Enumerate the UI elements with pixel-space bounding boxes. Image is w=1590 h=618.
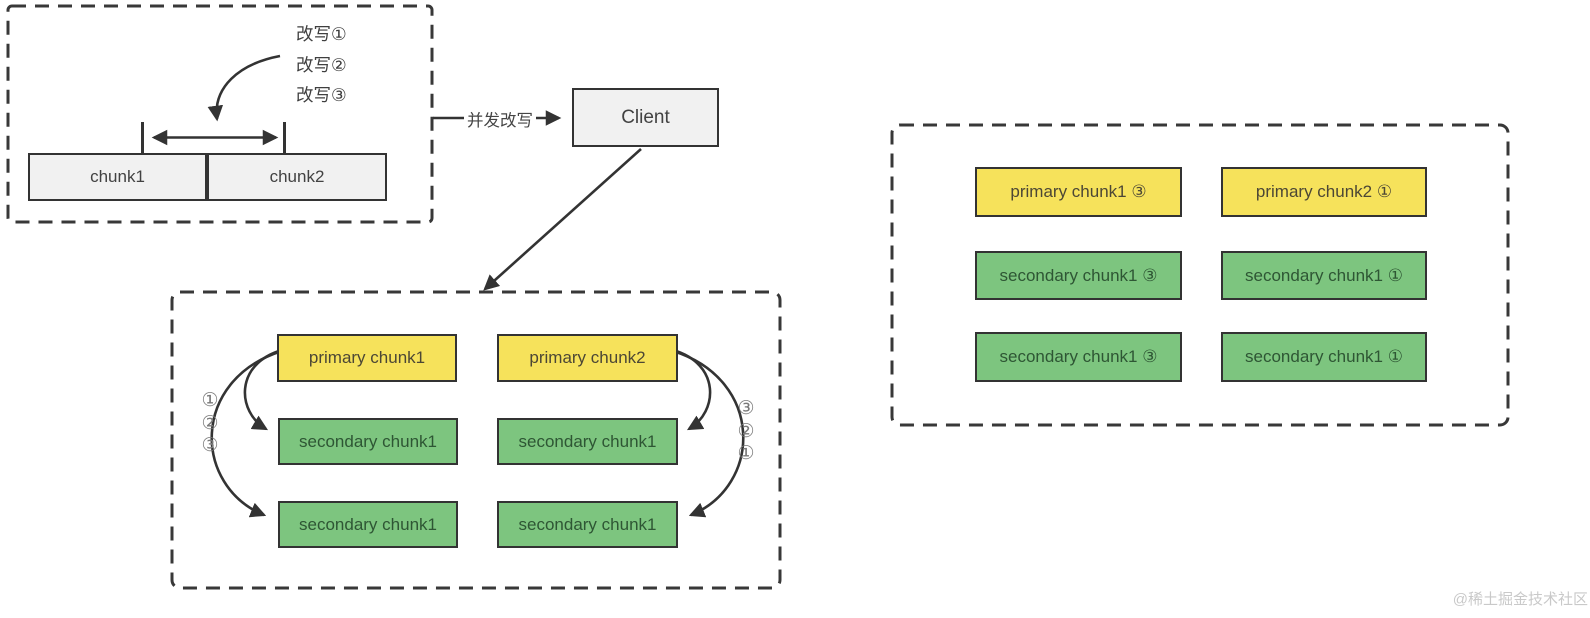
rewrite-curve-arrow <box>207 54 281 122</box>
order-left-1: ① <box>201 390 219 411</box>
rewrite-op-2: 改写② <box>296 54 347 75</box>
rewrite-op-3: 改写③ <box>296 85 347 105</box>
file-panel-border <box>6 4 434 224</box>
order-right-1: ③ <box>737 398 755 419</box>
concurrent-write-label: 并发改写 <box>464 107 536 131</box>
order-left-2: ② <box>201 412 219 434</box>
result-secondary-right-2-box: secondary chunk1 ① <box>1221 332 1427 382</box>
client-box: Client <box>572 88 719 147</box>
sync-arc-left-2 <box>210 349 283 518</box>
replica-panel-border <box>170 290 782 590</box>
order-right-3: ① <box>737 443 755 464</box>
replica-secondary-right-2-box: secondary chunk1 <box>497 501 678 548</box>
write-order-right: ③ ② ① <box>732 398 760 466</box>
result-primary-chunk2-box: primary chunk2 ① <box>1221 167 1427 217</box>
sync-arc-right-2 <box>672 349 745 518</box>
replica-primary-chunk1-box: primary chunk1 <box>277 334 457 382</box>
rewrite-op-1: 改写① <box>296 24 347 44</box>
chunk2-box: chunk2 <box>207 153 387 201</box>
replica-secondary-left-2-box: secondary chunk1 <box>278 501 458 548</box>
result-panel-border <box>890 123 1510 427</box>
result-secondary-left-1-box: secondary chunk1 ③ <box>975 251 1182 300</box>
order-right-2: ② <box>737 420 755 442</box>
order-left-3: ③ <box>201 435 219 456</box>
replica-secondary-right-1-box: secondary chunk1 <box>497 418 678 465</box>
replica-primary-chunk2-box: primary chunk2 <box>497 334 678 382</box>
write-order-left: ① ② ③ <box>196 390 224 458</box>
sync-arc-right-1 <box>672 348 712 431</box>
replica-secondary-left-1-box: secondary chunk1 <box>278 418 458 465</box>
result-primary-chunk1-box: primary chunk1 ③ <box>975 167 1182 217</box>
result-secondary-left-2-box: secondary chunk1 ③ <box>975 332 1182 382</box>
client-to-replicas-arrow <box>483 148 642 291</box>
watermark-text: @稀土掘金技术社区 <box>1452 591 1588 608</box>
chunk1-box: chunk1 <box>28 153 207 201</box>
rewrite-ops-list: 改写① 改写② 改写③ <box>296 19 347 111</box>
result-secondary-right-1-box: secondary chunk1 ① <box>1221 251 1427 300</box>
